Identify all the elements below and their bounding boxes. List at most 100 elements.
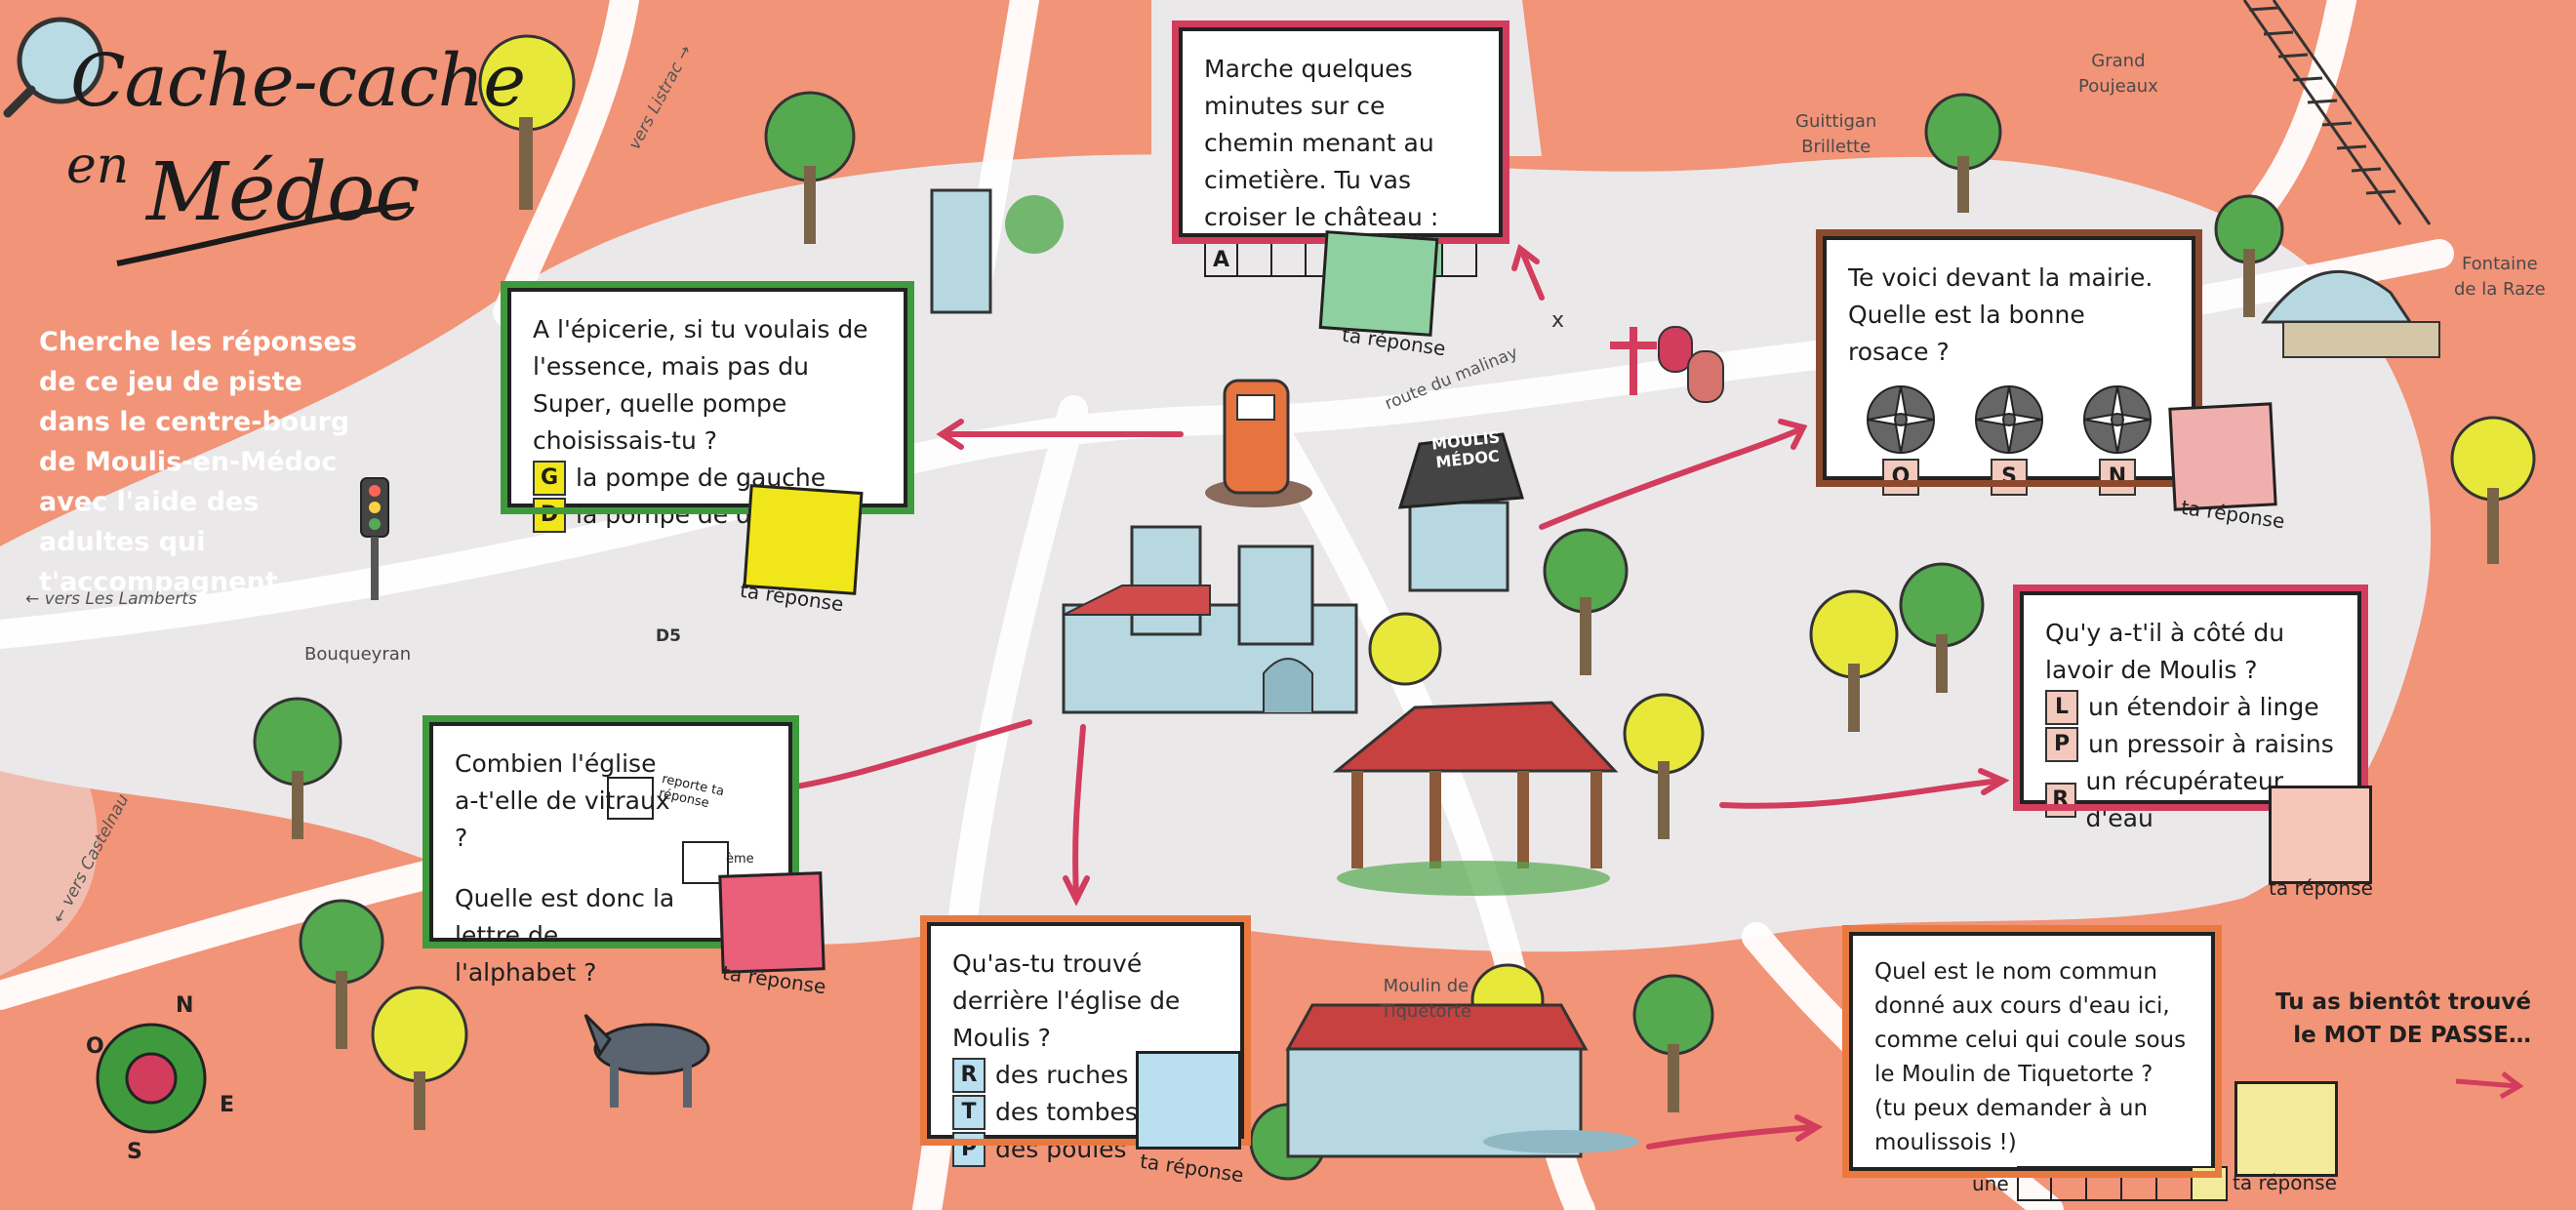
option-label: des ruches [995, 1061, 1129, 1089]
rose-option-o[interactable]: O [1848, 381, 1953, 496]
letter-box[interactable] [2192, 1166, 2228, 1201]
letter-box[interactable] [1272, 242, 1308, 277]
card-behind-church-question: Qu'as-tu trouvé derrière l'église de Mou… [952, 949, 1181, 1052]
card-wash-house: Qu'y a-t'il à côté du lavoir de Moulis ?… [2013, 585, 2368, 832]
ordinal-suffix: ème [726, 852, 754, 867]
title-line2: en [66, 137, 130, 195]
card-mill: Quel est le nom commun donné aux cours d… [1842, 925, 2228, 1201]
option-key: L [2045, 690, 2078, 725]
intro-text: Cherche les réponses de ce jeu de piste … [39, 327, 357, 597]
ordinal-box[interactable] [682, 841, 729, 884]
magnifier-icon [3, 17, 104, 118]
answer-box-church[interactable] [718, 871, 825, 974]
rose-letter: N [2099, 459, 2136, 496]
cemetery-icon [1610, 326, 1724, 403]
card-town-hall: Te voici devant la mairie. Quelle est la… [1816, 229, 2202, 496]
card-church-q1: Combien l'église a-t'elle de vitraux ? [455, 749, 670, 852]
card-grocery: A l'épicerie, si tu voulais de l'essence… [501, 281, 914, 533]
place-grand-poujeaux: Grand Poujeaux [2078, 51, 2158, 97]
card-mill-question: Quel est le nom commun donné aux cours d… [1874, 959, 2187, 1155]
place-fontaine: Fontaine de la Raze [2454, 254, 2546, 300]
mill-letter-boxes[interactable] [2016, 1166, 2228, 1201]
traffic-light-icon [360, 477, 389, 600]
letter-box[interactable] [1238, 242, 1273, 277]
road-lamberts: ← vers Les Lamberts [25, 589, 197, 609]
letter-box[interactable] [2051, 1166, 2087, 1201]
svg-text:x: x [1551, 308, 1564, 333]
fountain-icon [2261, 270, 2440, 358]
card-church-q2: Quelle est donc la lettre de l'alphabet … [455, 884, 675, 987]
compass-rose-icon [2083, 385, 2152, 454]
road-d5: D5 [656, 626, 681, 646]
option-label: des tombes [995, 1098, 1138, 1126]
answer-box-grocery[interactable] [743, 484, 864, 595]
place-bouqueyran: Bouqueyran [304, 644, 412, 665]
letter-box[interactable] [2121, 1166, 2157, 1201]
rose-letter: S [1991, 459, 2028, 496]
title-line3: Médoc [146, 146, 421, 239]
card-cemetery-path-text: Marche quelques minutes sur ce chemin me… [1204, 55, 1439, 231]
stained-glass-count-box[interactable] [607, 777, 654, 820]
final-message: Tu as bientôt trouvé le MOT DE PASSE… [2275, 986, 2531, 1052]
option-label: un étendoir à linge [2088, 693, 2319, 721]
compass-o: O [86, 1034, 104, 1059]
fuel-pump-icon [1205, 379, 1312, 507]
compass-s: S [127, 1140, 142, 1164]
option-label: un pressoir à raisins [2088, 730, 2334, 758]
compass-rose-icon [1867, 385, 1935, 454]
rose-option-n[interactable]: N [2065, 381, 2170, 496]
option-key: R [952, 1058, 986, 1093]
answer-label: ta réponse [2233, 1171, 2337, 1194]
option-key: R [2045, 783, 2076, 818]
compass-rose-icon [1975, 385, 2043, 454]
title-line1: Cache-cache [70, 39, 526, 123]
card-town-hall-question: Te voici devant la mairie. Quelle est la… [1848, 263, 2153, 366]
final-line1: Tu as bientôt trouvé [2275, 989, 2531, 1015]
mill-prefix: une [1972, 1172, 2009, 1195]
place-moulin: Moulin de Tiquetorte [1381, 976, 1471, 1022]
answer-box-wash-house[interactable] [2269, 786, 2372, 884]
compass-n: N [176, 993, 194, 1018]
option-key: D [533, 498, 566, 533]
final-line2: le MOT DE PASSE… [2293, 1023, 2531, 1048]
moulis-sign: MOULIS MÉDOC [1430, 427, 1503, 471]
rose-option-s[interactable]: S [1956, 381, 2062, 496]
answer-box-cemetery[interactable] [1318, 230, 1439, 337]
rose-options: O S N [1848, 381, 2170, 496]
mill-answer-row: une [1972, 1160, 2228, 1201]
letter-box[interactable] [1443, 242, 1478, 277]
tower-icon [930, 188, 1064, 314]
answer-box-behind-church[interactable] [1136, 1051, 1241, 1150]
mill-icon [1285, 1003, 1639, 1158]
horse-icon [584, 1013, 710, 1108]
market-hall-icon [1332, 701, 1619, 896]
letter-box[interactable] [2016, 1166, 2052, 1201]
answer-box-mill[interactable] [2234, 1081, 2338, 1177]
card-behind-church: Qu'as-tu trouvé derrière l'église de Mou… [920, 915, 1251, 1167]
letter-box[interactable] [2156, 1166, 2193, 1201]
letter-box-1: A [1204, 242, 1239, 277]
option-label: un récupérateur d'eau [2085, 767, 2284, 832]
tree-icon [253, 34, 2536, 1181]
option-key: P [2045, 727, 2078, 762]
option-key: P [952, 1132, 986, 1167]
place-guittigan: Guittigan Brillette [1795, 111, 1877, 157]
compass-e: E [220, 1093, 235, 1117]
option-label: des poules [995, 1135, 1127, 1163]
compass-rose-icon [96, 1023, 207, 1134]
card-wash-house-question: Qu'y a-t'il à côté du lavoir de Moulis ? [2045, 619, 2285, 684]
option-key: T [952, 1095, 986, 1130]
letter-box[interactable] [2086, 1166, 2122, 1201]
card-cemetery-path: Marche quelques minutes sur ce chemin me… [1172, 20, 1509, 277]
well-icon [1397, 432, 1524, 592]
card-grocery-question: A l'épicerie, si tu voulais de l'essence… [533, 315, 868, 455]
answer-label: ta réponse [2269, 876, 2373, 900]
